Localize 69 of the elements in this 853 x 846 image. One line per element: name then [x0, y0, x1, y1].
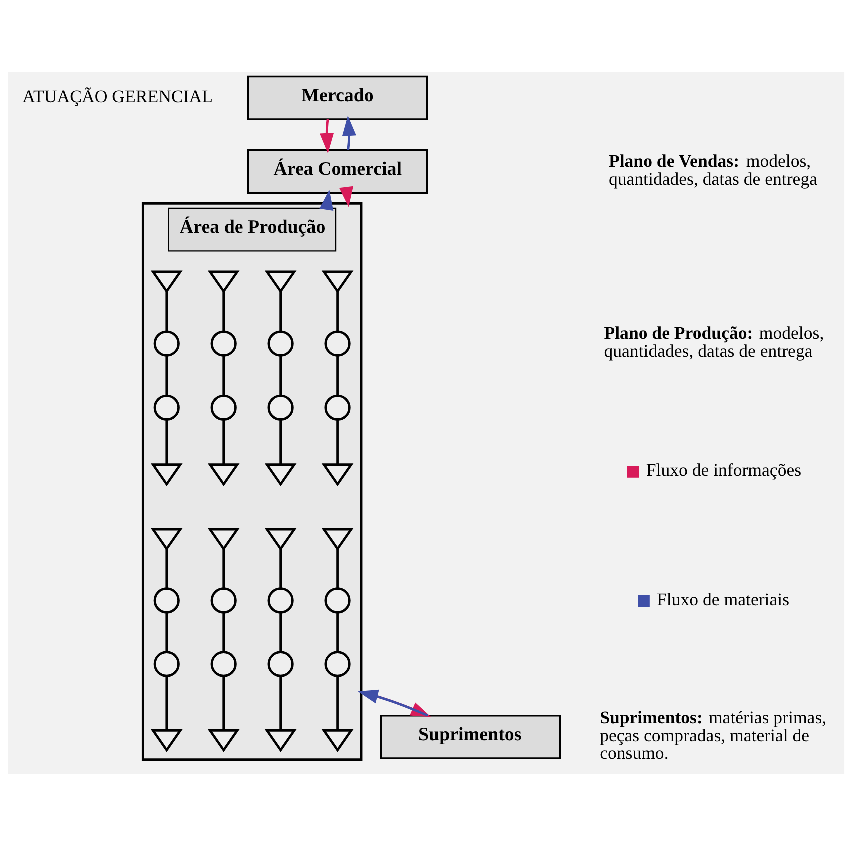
connector — [222, 356, 226, 396]
cluster: Área de Produção — [142, 202, 363, 761]
label: ATUAÇÃO GERENCIAL — [22, 86, 214, 106]
node-circle — [154, 651, 180, 678]
node-triangle — [264, 464, 297, 486]
legend-label: Fluxo de materiais — [657, 589, 790, 610]
node-triangle — [208, 528, 240, 552]
connector — [222, 549, 226, 589]
arrow — [320, 119, 334, 154]
node-triangle — [150, 270, 183, 294]
node-circle — [268, 330, 294, 357]
node-circle — [210, 330, 237, 357]
node-triangle — [322, 730, 354, 752]
connector — [336, 676, 339, 731]
label: Suprimentos: matérias primas, peças compradas, material de consumo. — [600, 708, 827, 764]
arrow — [320, 190, 334, 211]
arrow — [342, 116, 356, 150]
connector — [280, 613, 282, 652]
connector — [280, 292, 282, 332]
node-box: Suprimentos — [380, 714, 562, 760]
connector — [166, 549, 168, 589]
node-circle — [154, 394, 180, 421]
connector — [166, 292, 168, 332]
connector — [222, 613, 226, 652]
connector — [336, 420, 339, 465]
connector — [222, 292, 226, 332]
connector — [166, 613, 168, 652]
connector — [336, 356, 339, 396]
node-circle — [324, 588, 351, 614]
connector — [280, 676, 282, 731]
node-circle — [210, 394, 237, 421]
node-triangle — [208, 270, 240, 294]
node-circle — [210, 651, 237, 678]
node-circle — [268, 588, 294, 614]
connector — [222, 676, 226, 731]
node-circle — [154, 330, 180, 357]
node-circle — [324, 394, 351, 421]
node-circle — [324, 330, 351, 357]
node-triangle — [322, 464, 354, 486]
node-triangle — [150, 464, 183, 486]
node-circle — [268, 651, 294, 678]
node-triangle — [264, 270, 297, 294]
node-circle — [268, 394, 294, 421]
node-triangle — [208, 730, 240, 752]
node-circle — [324, 651, 351, 678]
connector — [280, 356, 282, 396]
node-box: Mercado — [247, 76, 428, 120]
connector — [222, 420, 226, 465]
connector — [166, 676, 168, 731]
connector — [166, 356, 168, 396]
node-triangle — [208, 464, 240, 486]
connector — [336, 292, 339, 332]
node-circle — [210, 588, 237, 614]
connector — [336, 549, 339, 589]
arrow — [339, 186, 354, 208]
connector — [280, 549, 282, 589]
node-triangle — [150, 730, 183, 752]
legend-label: Fluxo de informações — [646, 460, 802, 480]
label: Plano de Produção: modelos, quantidades, datas de entrega — [604, 323, 824, 361]
node-triangle — [322, 270, 354, 294]
connector — [336, 613, 339, 652]
connector — [166, 420, 168, 465]
node-triangle — [150, 528, 183, 552]
node-triangle — [264, 528, 297, 552]
connector — [280, 420, 282, 465]
node-triangle — [322, 528, 354, 552]
node-triangle — [264, 730, 297, 752]
label: Plano de Vendas: modelos, quantidades, datas de entrega — [608, 150, 818, 189]
node-circle — [154, 588, 180, 614]
